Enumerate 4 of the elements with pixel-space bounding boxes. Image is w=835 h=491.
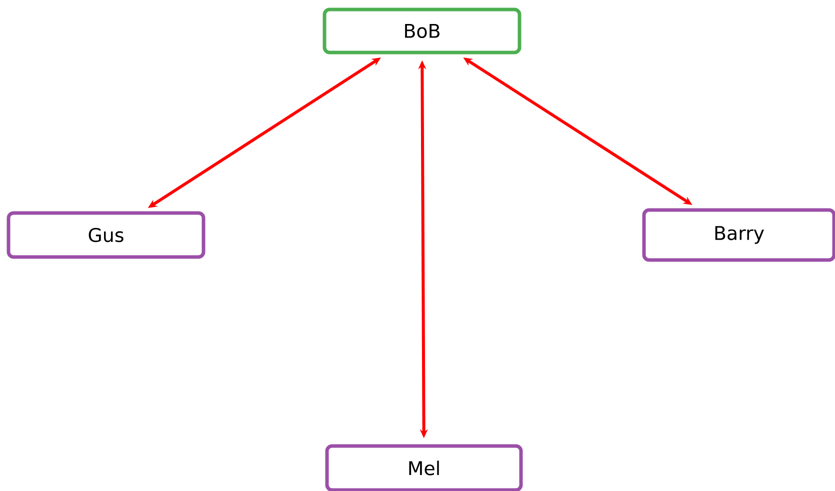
name-box: BoB <box>322 8 522 54</box>
name-box: Gus <box>6 211 206 259</box>
name-box: Mel <box>325 444 523 491</box>
name-box: Barry <box>642 208 835 262</box>
